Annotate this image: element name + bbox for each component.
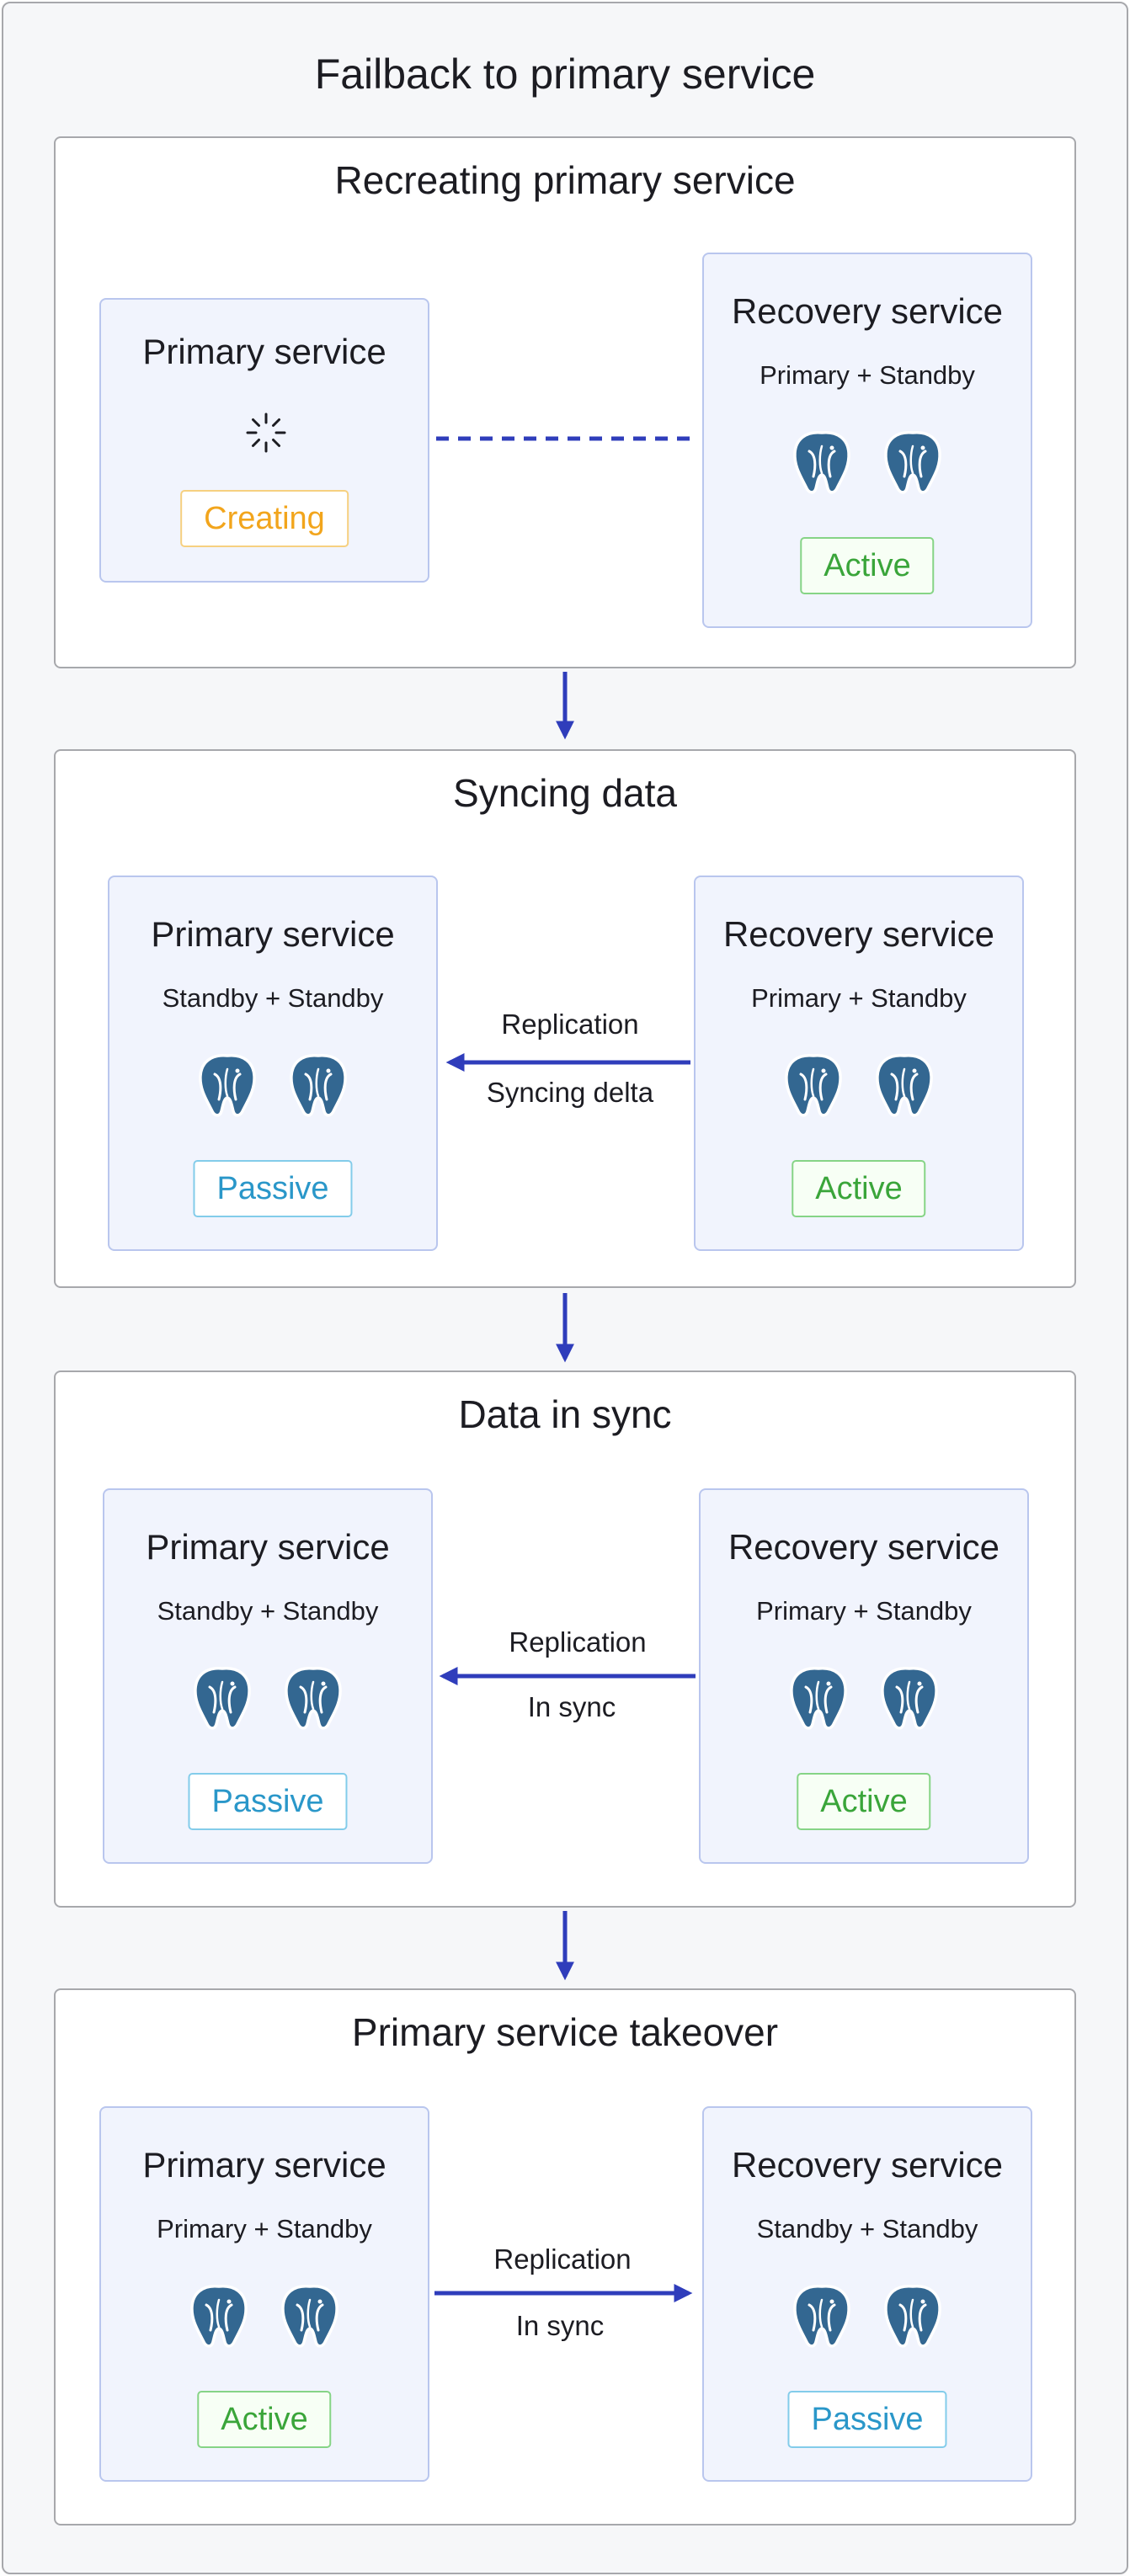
- replication-label: Replication: [509, 1626, 647, 1658]
- service-roles: Primary + Standby: [756, 1596, 972, 1626]
- postgresql-elephant-icon: [791, 429, 853, 498]
- service-roles: Standby + Standby: [162, 983, 384, 1013]
- database-nodes: [704, 429, 1031, 498]
- service-roles: Primary + Standby: [751, 983, 967, 1013]
- service-title: Recovery service: [722, 914, 995, 954]
- service-title: Recovery service: [731, 291, 1004, 331]
- status-badge-active: Active: [797, 1773, 931, 1830]
- status-badge-passive: Passive: [188, 1773, 348, 1830]
- database-nodes: [109, 1052, 436, 1121]
- loading-spinner-icon: [246, 412, 286, 453]
- primary-service-box: Primary service Standby + Standby Passiv…: [103, 1488, 433, 1864]
- database-nodes: [701, 1665, 1027, 1734]
- stage-recreating-primary: Recreating primary service Primary servi…: [54, 136, 1076, 668]
- replication-state-label: Syncing delta: [486, 1077, 654, 1108]
- status-badge-passive: Passive: [193, 1160, 353, 1217]
- postgresql-elephant-icon: [787, 1665, 850, 1734]
- stage-title: Data in sync: [458, 1392, 672, 1436]
- stage-title: Recreating primary service: [334, 158, 796, 202]
- status-badge-passive: Passive: [787, 2391, 947, 2448]
- service-title: Primary service: [142, 332, 386, 371]
- replication-state-label: In sync: [527, 1691, 616, 1722]
- status-badge-active: Active: [800, 537, 935, 594]
- status-badge-creating: Creating: [180, 490, 349, 547]
- stage-data-in-sync: Data in sync Primary service Standby + S…: [54, 1370, 1076, 1908]
- service-roles: Standby + Standby: [756, 2214, 978, 2243]
- primary-service-box: Primary service Primary + Standby Active: [99, 2106, 429, 2482]
- database-nodes: [696, 1052, 1022, 1121]
- postgresql-elephant-icon: [873, 1052, 935, 1121]
- database-nodes: [104, 1665, 431, 1734]
- postgresql-elephant-icon: [878, 1665, 941, 1734]
- recovery-service-box: Recovery service Primary + Standby Activ…: [702, 253, 1032, 628]
- recovery-service-box: Recovery service Primary + Standby Activ…: [694, 876, 1024, 1251]
- diagram-title: Failback to primary service: [314, 51, 816, 98]
- service-title: Primary service: [146, 1527, 390, 1567]
- replication-label: Replication: [493, 2243, 632, 2275]
- postgresql-elephant-icon: [287, 1052, 349, 1121]
- primary-service-box: Primary service Creating: [99, 298, 429, 583]
- service-title: Recovery service: [728, 1527, 1000, 1567]
- status-badge-active: Active: [792, 1160, 926, 1217]
- status-badge-active: Active: [197, 2391, 332, 2448]
- service-roles: Primary + Standby: [157, 2214, 372, 2243]
- recovery-service-box: Recovery service Primary + Standby Activ…: [699, 1488, 1029, 1864]
- primary-service-box: Primary service Standby + Standby Passiv…: [108, 876, 438, 1251]
- replication-state-label: In sync: [515, 2310, 605, 2341]
- service-title: Primary service: [151, 914, 395, 954]
- postgresql-elephant-icon: [188, 2283, 250, 2352]
- postgresql-elephant-icon: [191, 1665, 253, 1734]
- service-roles: Standby + Standby: [157, 1596, 379, 1626]
- recovery-service-box: Recovery service Standby + Standby Passi…: [702, 2106, 1032, 2482]
- database-nodes: [101, 2283, 428, 2352]
- stage-title: Primary service takeover: [351, 2010, 779, 2054]
- postgresql-elephant-icon: [196, 1052, 259, 1121]
- stage-syncing-data: Syncing data Primary service Standby + S…: [54, 749, 1076, 1288]
- postgresql-elephant-icon: [279, 2283, 341, 2352]
- replication-label: Replication: [501, 1009, 639, 1040]
- service-title: Primary service: [142, 2145, 386, 2185]
- stage-primary-takeover: Primary service takeover Primary service…: [54, 1988, 1076, 2525]
- service-title: Recovery service: [731, 2145, 1004, 2185]
- postgresql-elephant-icon: [282, 1665, 344, 1734]
- postgresql-elephant-icon: [882, 429, 944, 498]
- stage-title: Syncing data: [453, 771, 677, 815]
- postgresql-elephant-icon: [791, 2283, 853, 2352]
- service-roles: Primary + Standby: [760, 360, 975, 390]
- database-nodes: [704, 2283, 1031, 2352]
- postgresql-elephant-icon: [882, 2283, 944, 2352]
- postgresql-elephant-icon: [782, 1052, 845, 1121]
